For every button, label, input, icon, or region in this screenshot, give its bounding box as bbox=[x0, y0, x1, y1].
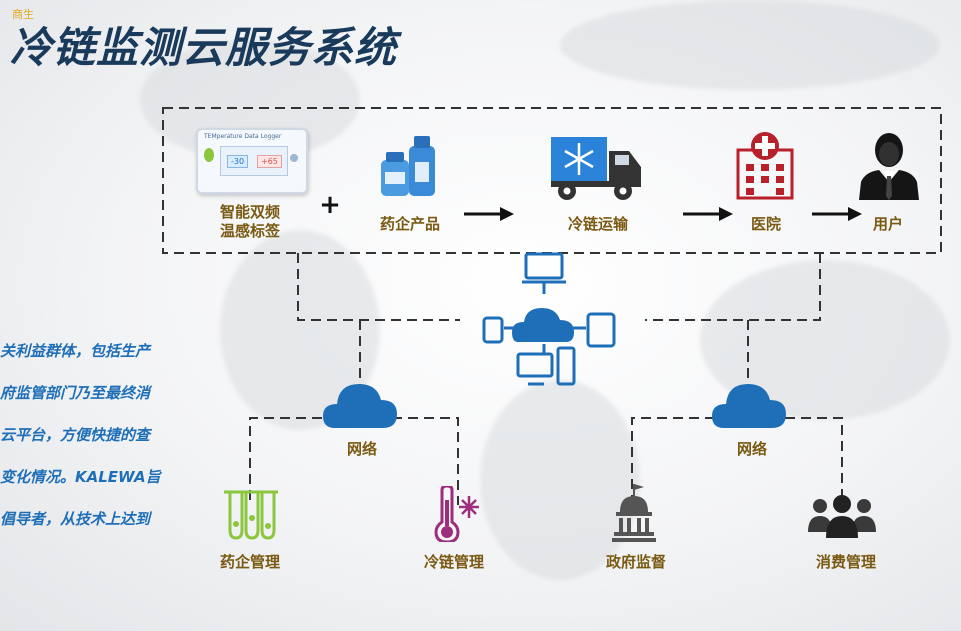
side-text-line: 关利益群体，包括生产 bbox=[0, 342, 151, 360]
pharma-products-label: 药企产品 bbox=[379, 215, 440, 233]
cloud-icon bbox=[712, 384, 786, 428]
pharma-management-label: 药企管理 bbox=[219, 553, 280, 571]
government-building-icon bbox=[612, 484, 656, 542]
hospital-icon bbox=[736, 132, 794, 200]
corner-logo: 商生 bbox=[12, 8, 34, 21]
user-icon bbox=[859, 133, 919, 200]
government-supervision-label: 政府监督 bbox=[605, 553, 666, 571]
thermometer-icon bbox=[434, 486, 479, 542]
device-button bbox=[290, 154, 298, 162]
device-label-line2: 温感标签 bbox=[219, 222, 280, 240]
network-label-right: 网络 bbox=[736, 440, 767, 458]
arrow-right-icon bbox=[812, 207, 862, 221]
consumer-management-label: 消费管理 bbox=[815, 553, 876, 571]
medicine-bottles-icon bbox=[381, 136, 435, 196]
cloud-platform-icon bbox=[482, 252, 616, 386]
plus-sign: + bbox=[319, 190, 341, 220]
device-high-reading: +65 bbox=[257, 155, 282, 168]
side-text-line: 府监管部门乃至最终消 bbox=[0, 384, 151, 402]
temperature-logger-device: TEMperature Data Logger -30 +65 bbox=[196, 128, 308, 194]
cloud-icon bbox=[323, 384, 397, 428]
refrigerated-truck-icon bbox=[551, 137, 641, 200]
device-leaf-icon bbox=[204, 148, 214, 162]
device-screen: -30 +65 bbox=[220, 146, 288, 176]
network-label-left: 网络 bbox=[346, 440, 377, 458]
cold-chain-management-label: 冷链管理 bbox=[423, 553, 484, 571]
cold-chain-transport-label: 冷链运输 bbox=[567, 215, 628, 233]
side-text-line: 倡导者，从技术上达到 bbox=[0, 510, 151, 528]
arrow-right-icon bbox=[683, 207, 733, 221]
device-brand-text: TEMperature Data Logger bbox=[204, 133, 282, 140]
people-group-icon bbox=[808, 495, 876, 538]
side-text-line: 变化情况。KALEWA旨 bbox=[0, 468, 161, 486]
page-title: 冷链监测云服务系统 bbox=[10, 23, 398, 72]
test-tubes-icon bbox=[224, 490, 278, 540]
device-low-reading: -30 bbox=[227, 155, 249, 168]
arrow-right-icon bbox=[464, 207, 514, 221]
device-label-line1: 智能双频 bbox=[219, 203, 280, 221]
hospital-label: 医院 bbox=[750, 215, 781, 233]
user-label: 用户 bbox=[872, 215, 903, 233]
side-text-line: 云平台，方便快捷的查 bbox=[0, 426, 151, 444]
